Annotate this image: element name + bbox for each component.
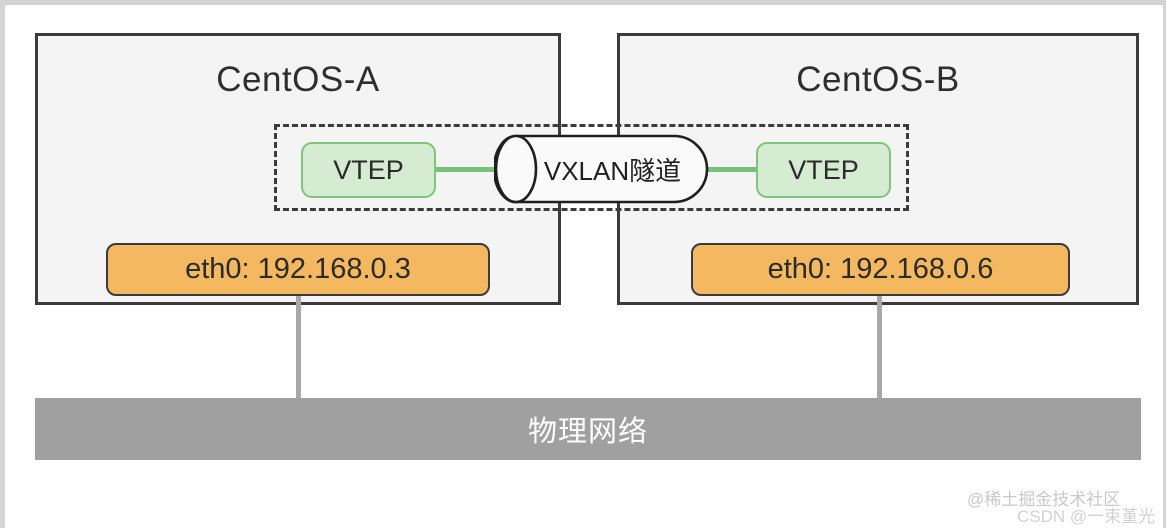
- connector-line-centos-a: [296, 296, 301, 399]
- watermark-csdn: CSDN @一束堇光: [1017, 507, 1156, 526]
- physical-network-bar: 物理网络: [35, 398, 1141, 460]
- vtep-box-centos-b: VTEP: [756, 142, 891, 198]
- link-line-vtep-a-to-tunnel: [434, 167, 497, 172]
- tunnel-cylinder-icon: [494, 134, 709, 204]
- vxlan-tunnel-shape: VXLAN隧道: [494, 134, 709, 204]
- vtep-box-centos-a: VTEP: [301, 142, 436, 198]
- link-line-tunnel-to-vtep-b: [705, 167, 759, 172]
- watermark-juejin: @稀土掘金技术社区: [967, 490, 1121, 509]
- vxlan-overlay-zone: [274, 124, 909, 211]
- host-title-centos-b: CentOS-B: [796, 60, 960, 99]
- vxlan-tunnel-label: VXLAN隧道: [543, 155, 682, 186]
- connector-line-centos-b: [877, 296, 882, 399]
- interface-box-eth0-centos-b: eth0: 192.168.0.6: [691, 243, 1070, 296]
- interface-box-eth0-centos-a: eth0: 192.168.0.3: [106, 243, 490, 296]
- host-title-centos-a: CentOS-A: [216, 60, 380, 99]
